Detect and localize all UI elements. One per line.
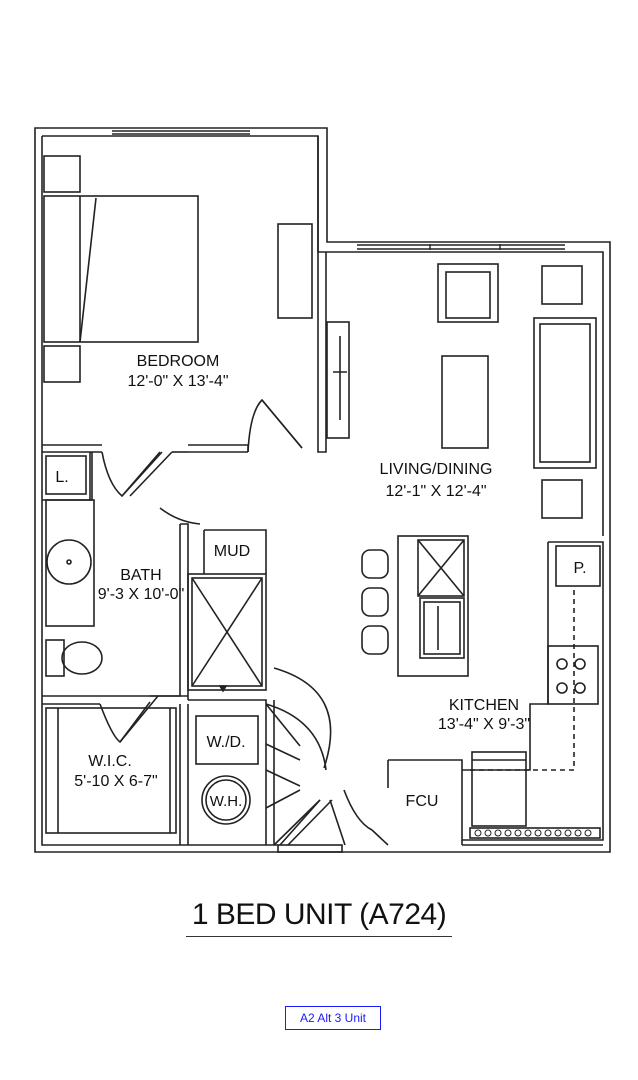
bath-size: 9'-3 X 10'-0"	[98, 586, 185, 603]
side-table-bottom	[541, 479, 583, 519]
water-heater-label: W.H.	[210, 793, 243, 810]
entry-threshold	[277, 844, 343, 853]
bedroom-size: 12'-0" X 13'-4"	[127, 373, 228, 390]
bedroom-name: BEDROOM	[137, 353, 220, 370]
kitchen-name: KITCHEN	[449, 697, 519, 714]
dresser	[277, 223, 313, 319]
wall-bedroom-bath	[42, 444, 249, 453]
mud-nook	[203, 529, 267, 574]
kitchen-island	[397, 535, 469, 677]
kitchen-size: 13'-4" X 9'-3"	[438, 716, 530, 733]
unit-title: 1 BED UNIT (A724)	[185, 898, 453, 937]
tv-console	[326, 321, 350, 439]
island-sink	[419, 597, 465, 659]
baseboard-strip	[469, 827, 601, 839]
toilet-icon	[45, 639, 103, 677]
refrigerator	[471, 751, 527, 827]
wic-size: 5'-10 X 6-7"	[74, 773, 157, 790]
exterior-wall-outer	[34, 127, 611, 853]
nightstand-bottom	[43, 345, 81, 383]
bar-stools	[361, 549, 389, 655]
washer-dryer	[195, 715, 259, 765]
door-bedroom	[247, 398, 303, 453]
window-bedroom	[112, 130, 250, 135]
range	[547, 645, 599, 705]
partition-bedroom-living	[317, 136, 327, 453]
bath-name: BATH	[120, 567, 161, 584]
pantry	[555, 545, 601, 587]
living-name: LIVING/DINING	[380, 461, 493, 478]
shower-icon	[187, 573, 267, 691]
floor-plan: BEDROOM 12'-0" X 13'-4" LIVING/DINING 12…	[34, 127, 611, 853]
linen-label: L.	[55, 469, 68, 486]
fcu-closet	[371, 759, 463, 846]
sink-icon	[46, 539, 92, 585]
wall-wic	[42, 695, 189, 845]
wic-shelf	[45, 707, 177, 834]
bath-vanity	[45, 499, 95, 627]
nightstand-top	[43, 155, 81, 193]
bed	[43, 195, 199, 343]
door-bath-bedroom	[101, 451, 161, 498]
door-bath-swing	[159, 507, 201, 525]
living-size: 12'-1" X 12'-4"	[385, 483, 486, 500]
linen-closet	[45, 455, 87, 495]
armchair	[437, 263, 499, 323]
door-laundry	[265, 703, 301, 809]
fcu-label: FCU	[406, 793, 439, 810]
baseboard-dots	[474, 829, 592, 837]
door-entry-swing	[273, 667, 332, 769]
door-wic	[99, 701, 151, 744]
wic-name: W.I.C.	[88, 753, 132, 770]
water-heater-icon	[201, 775, 251, 825]
pantry-label: P.	[573, 560, 586, 577]
sofa	[533, 317, 597, 469]
unit-title-wrap: 1 BED UNIT (A724)	[0, 898, 638, 937]
coffee-table	[441, 355, 489, 449]
side-table-top	[541, 265, 583, 305]
wall-laundry	[188, 699, 275, 845]
window-living	[357, 244, 565, 250]
unit-type-tag[interactable]: A2 Alt 3 Unit	[285, 1006, 381, 1030]
washer-dryer-label: W./D.	[206, 734, 245, 751]
mud-label: MUD	[214, 543, 250, 560]
